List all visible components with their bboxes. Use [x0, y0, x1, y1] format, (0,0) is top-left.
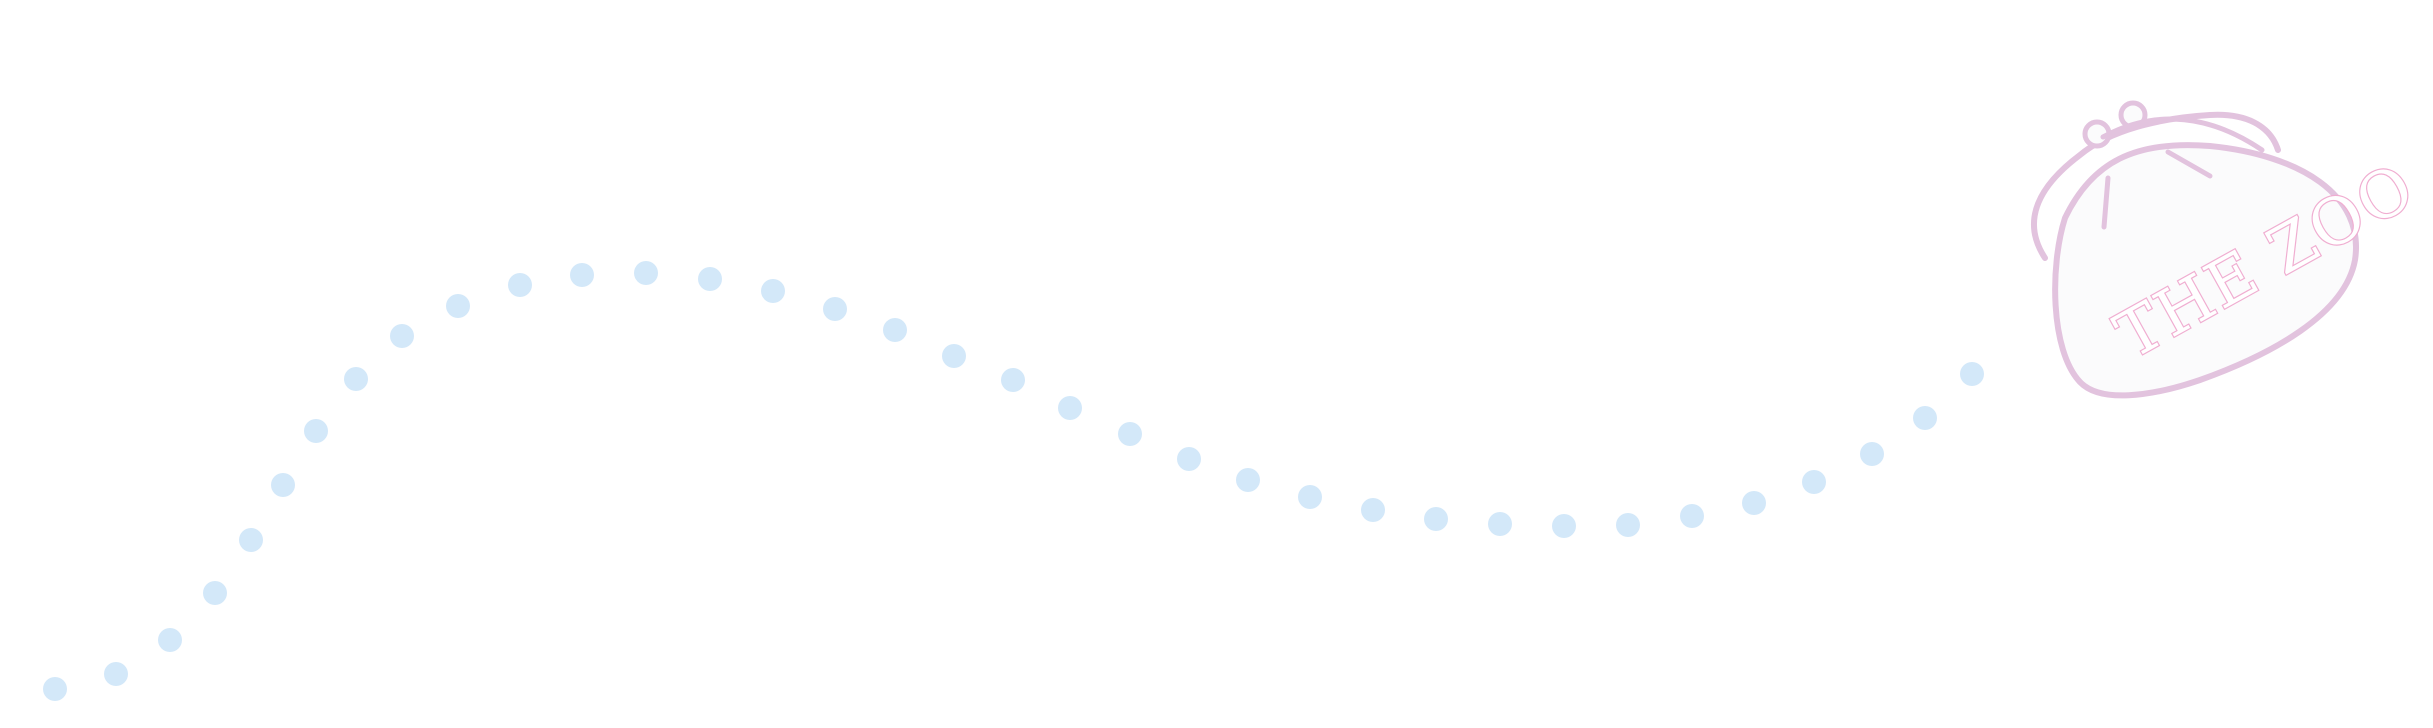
trail-dot	[239, 528, 263, 552]
dotted-trail	[43, 261, 1984, 701]
trail-dot	[1118, 422, 1142, 446]
trail-dot	[883, 318, 907, 342]
trail-dot	[1236, 468, 1260, 492]
trail-dot	[1058, 396, 1082, 420]
purse-hinge-left	[2101, 175, 2111, 230]
trail-dot	[271, 473, 295, 497]
trail-dot	[1298, 485, 1322, 509]
trail-dot	[104, 662, 128, 686]
trail-dot	[43, 677, 67, 701]
trail-dot	[1177, 447, 1201, 471]
trail-dot	[1742, 491, 1766, 515]
trail-dot	[203, 581, 227, 605]
trail-dot	[1488, 512, 1512, 536]
trail-dot	[761, 279, 785, 303]
purse-clasp-frame	[2100, 116, 2265, 153]
trail-dot	[1860, 442, 1884, 466]
trail-dot	[1001, 368, 1025, 392]
trail-dot	[344, 367, 368, 391]
coin-purse-icon: THE ZOO	[2031, 100, 2429, 399]
trail-dot	[1913, 406, 1937, 430]
trail-dot	[508, 273, 532, 297]
trail-dot	[1361, 498, 1385, 522]
trail-dot	[1802, 470, 1826, 494]
purse-hinge-right	[2165, 149, 2213, 179]
trail-dot	[1552, 514, 1576, 538]
trail-dot	[698, 267, 722, 291]
trail-dot	[942, 344, 966, 368]
trail-dot	[1960, 362, 1984, 386]
trail-dot	[390, 324, 414, 348]
purse-body	[2052, 142, 2360, 399]
trail-dot	[1616, 513, 1640, 537]
trail-dot	[1680, 504, 1704, 528]
trail-dot	[1424, 507, 1448, 531]
trail-dot	[446, 294, 470, 318]
trail-dot	[823, 297, 847, 321]
trail-dot	[570, 263, 594, 287]
trail-dot	[304, 419, 328, 443]
purse-back-flap	[2031, 111, 2281, 261]
trail-dot	[158, 628, 182, 652]
trail-dot	[634, 261, 658, 285]
